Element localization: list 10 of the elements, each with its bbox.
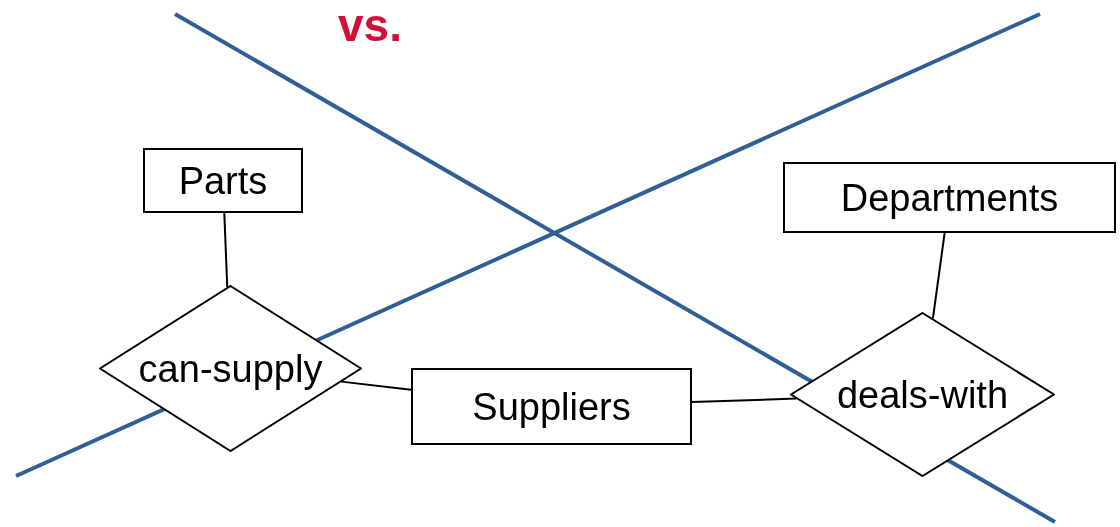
- relationship-diamond: can-supply: [99, 285, 362, 452]
- relationship-diamond: deals-with: [790, 312, 1055, 477]
- entity-box: Departments: [783, 162, 1116, 233]
- heading-text: vs.: [338, 2, 402, 48]
- entity-box: Suppliers: [411, 368, 692, 445]
- connector-line: [931, 232, 946, 320]
- connector-line: [340, 380, 412, 391]
- connector-line: [691, 397, 798, 403]
- connector-line: [223, 212, 229, 289]
- entity-box: Parts: [143, 148, 303, 213]
